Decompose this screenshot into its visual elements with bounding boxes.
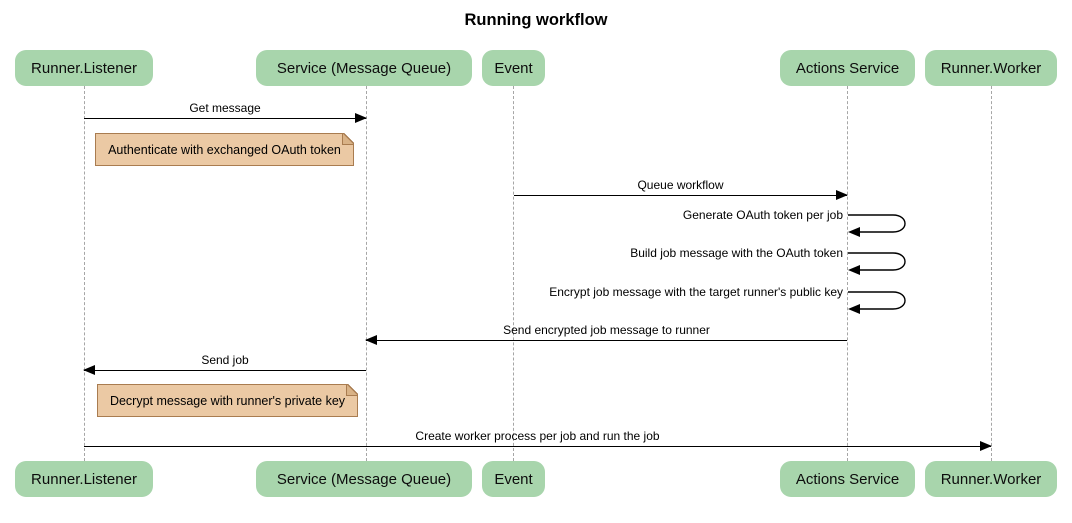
arrow-line (84, 369, 366, 371)
participant-actions-service-bottom: Actions Service (780, 461, 915, 497)
participant-event-top: Event (482, 50, 545, 86)
arrow-line (84, 117, 366, 119)
message-send-job: Send job (83, 350, 366, 376)
lifeline-runner-worker (991, 86, 992, 461)
participant-service-message-queue-top: Service (Message Queue) (256, 50, 472, 86)
participant-actions-service-top: Actions Service (780, 50, 915, 86)
participant-event-bottom: Event (482, 461, 545, 497)
self-loop-label-encrypt-job-message: Encrypt job message with the target runn… (549, 285, 843, 299)
arrowhead-right-icon (980, 441, 992, 452)
message-label: Send encrypted job message to runner (503, 323, 710, 337)
note-fold-icon (342, 133, 354, 145)
diagram-title: Running workflow (464, 11, 608, 29)
self-loop-label-build-job-message: Build job message with the OAuth token (630, 246, 843, 260)
arrowhead-right-icon (836, 190, 848, 201)
arrow-line (84, 445, 991, 447)
message-get-message: Get message (84, 98, 367, 124)
message-label: Send job (201, 353, 249, 367)
lifeline-event (513, 86, 514, 461)
lifeline-runner-listener (84, 86, 85, 461)
self-loop-label-generate-oauth: Generate OAuth token per job (682, 208, 843, 222)
arrowhead-left-icon (365, 335, 377, 346)
lifeline-service-message-queue (366, 86, 367, 461)
self-loop-arrow-icon (848, 291, 906, 314)
arrowhead-left-icon (83, 365, 95, 376)
participant-runner-worker-top: Runner.Worker (925, 50, 1057, 86)
self-loop-arrow-icon (848, 252, 906, 275)
note-decrypt-message: Decrypt message with runner's private ke… (97, 384, 358, 417)
arrow-line (514, 194, 847, 196)
arrow-line (366, 339, 847, 341)
message-label: Queue workflow (637, 178, 724, 192)
participant-service-message-queue-bottom: Service (Message Queue) (256, 461, 472, 497)
message-create-worker-process: Create worker process per job and run th… (84, 426, 992, 452)
lifeline-actions-service (847, 86, 848, 461)
note-label: Decrypt message with runner's private ke… (109, 393, 346, 408)
arrowhead-right-icon (355, 113, 367, 124)
participant-runner-worker-bottom: Runner.Worker (925, 461, 1057, 497)
participant-runner-listener-bottom: Runner.Listener (15, 461, 153, 497)
note-fold-icon (346, 384, 358, 396)
message-label: Get message (189, 101, 261, 115)
message-label: Create worker process per job and run th… (415, 429, 660, 443)
message-queue-workflow: Queue workflow (514, 175, 848, 201)
message-send-encrypted-job: Send encrypted job message to runner (365, 320, 847, 346)
participant-runner-listener-top: Runner.Listener (15, 50, 153, 86)
note-label: Authenticate with exchanged OAuth token (108, 142, 341, 157)
note-authenticate-oauth: Authenticate with exchanged OAuth token (95, 133, 354, 166)
self-loop-arrow-icon (848, 214, 906, 237)
